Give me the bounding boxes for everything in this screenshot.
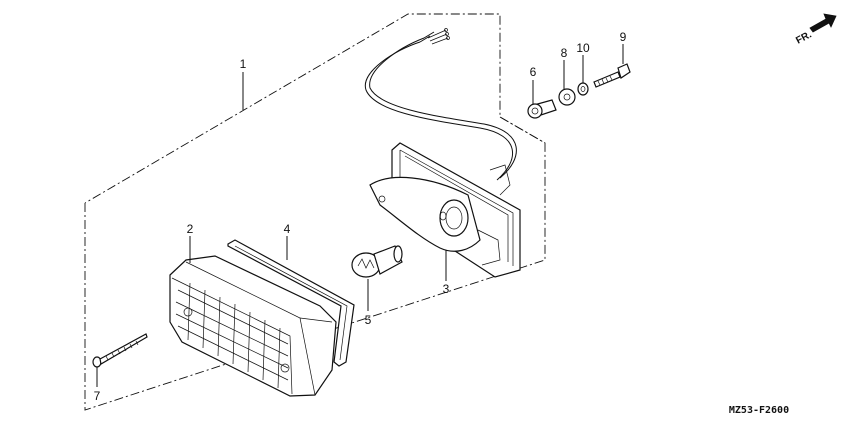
leader-lines bbox=[96, 44, 624, 387]
callout-5: 5 bbox=[365, 313, 372, 327]
front-direction-arrow-icon bbox=[809, 13, 837, 33]
callout-10: 10 bbox=[576, 41, 590, 55]
callout-4: 4 bbox=[284, 222, 291, 236]
collar bbox=[527, 99, 557, 119]
assembly-outline bbox=[84, 13, 546, 411]
callout-7: 7 bbox=[94, 389, 101, 403]
callout-1: 1 bbox=[240, 57, 247, 71]
lens-gasket bbox=[227, 239, 355, 367]
wire-harness bbox=[364, 28, 517, 181]
callout-6: 6 bbox=[530, 65, 537, 79]
bulb bbox=[351, 245, 403, 278]
washer bbox=[558, 88, 576, 106]
bolt bbox=[593, 63, 631, 88]
taillight-lens bbox=[169, 255, 337, 397]
taillight-housing bbox=[369, 142, 521, 278]
callout-9: 9 bbox=[620, 30, 627, 44]
callout-3: 3 bbox=[443, 282, 450, 296]
diagram-code: MZ53-F2600 bbox=[729, 405, 789, 416]
screw bbox=[92, 333, 148, 368]
callout-2: 2 bbox=[187, 222, 194, 236]
callout-8: 8 bbox=[561, 46, 568, 60]
direction-label: FR. bbox=[794, 29, 814, 46]
nut bbox=[577, 82, 589, 96]
